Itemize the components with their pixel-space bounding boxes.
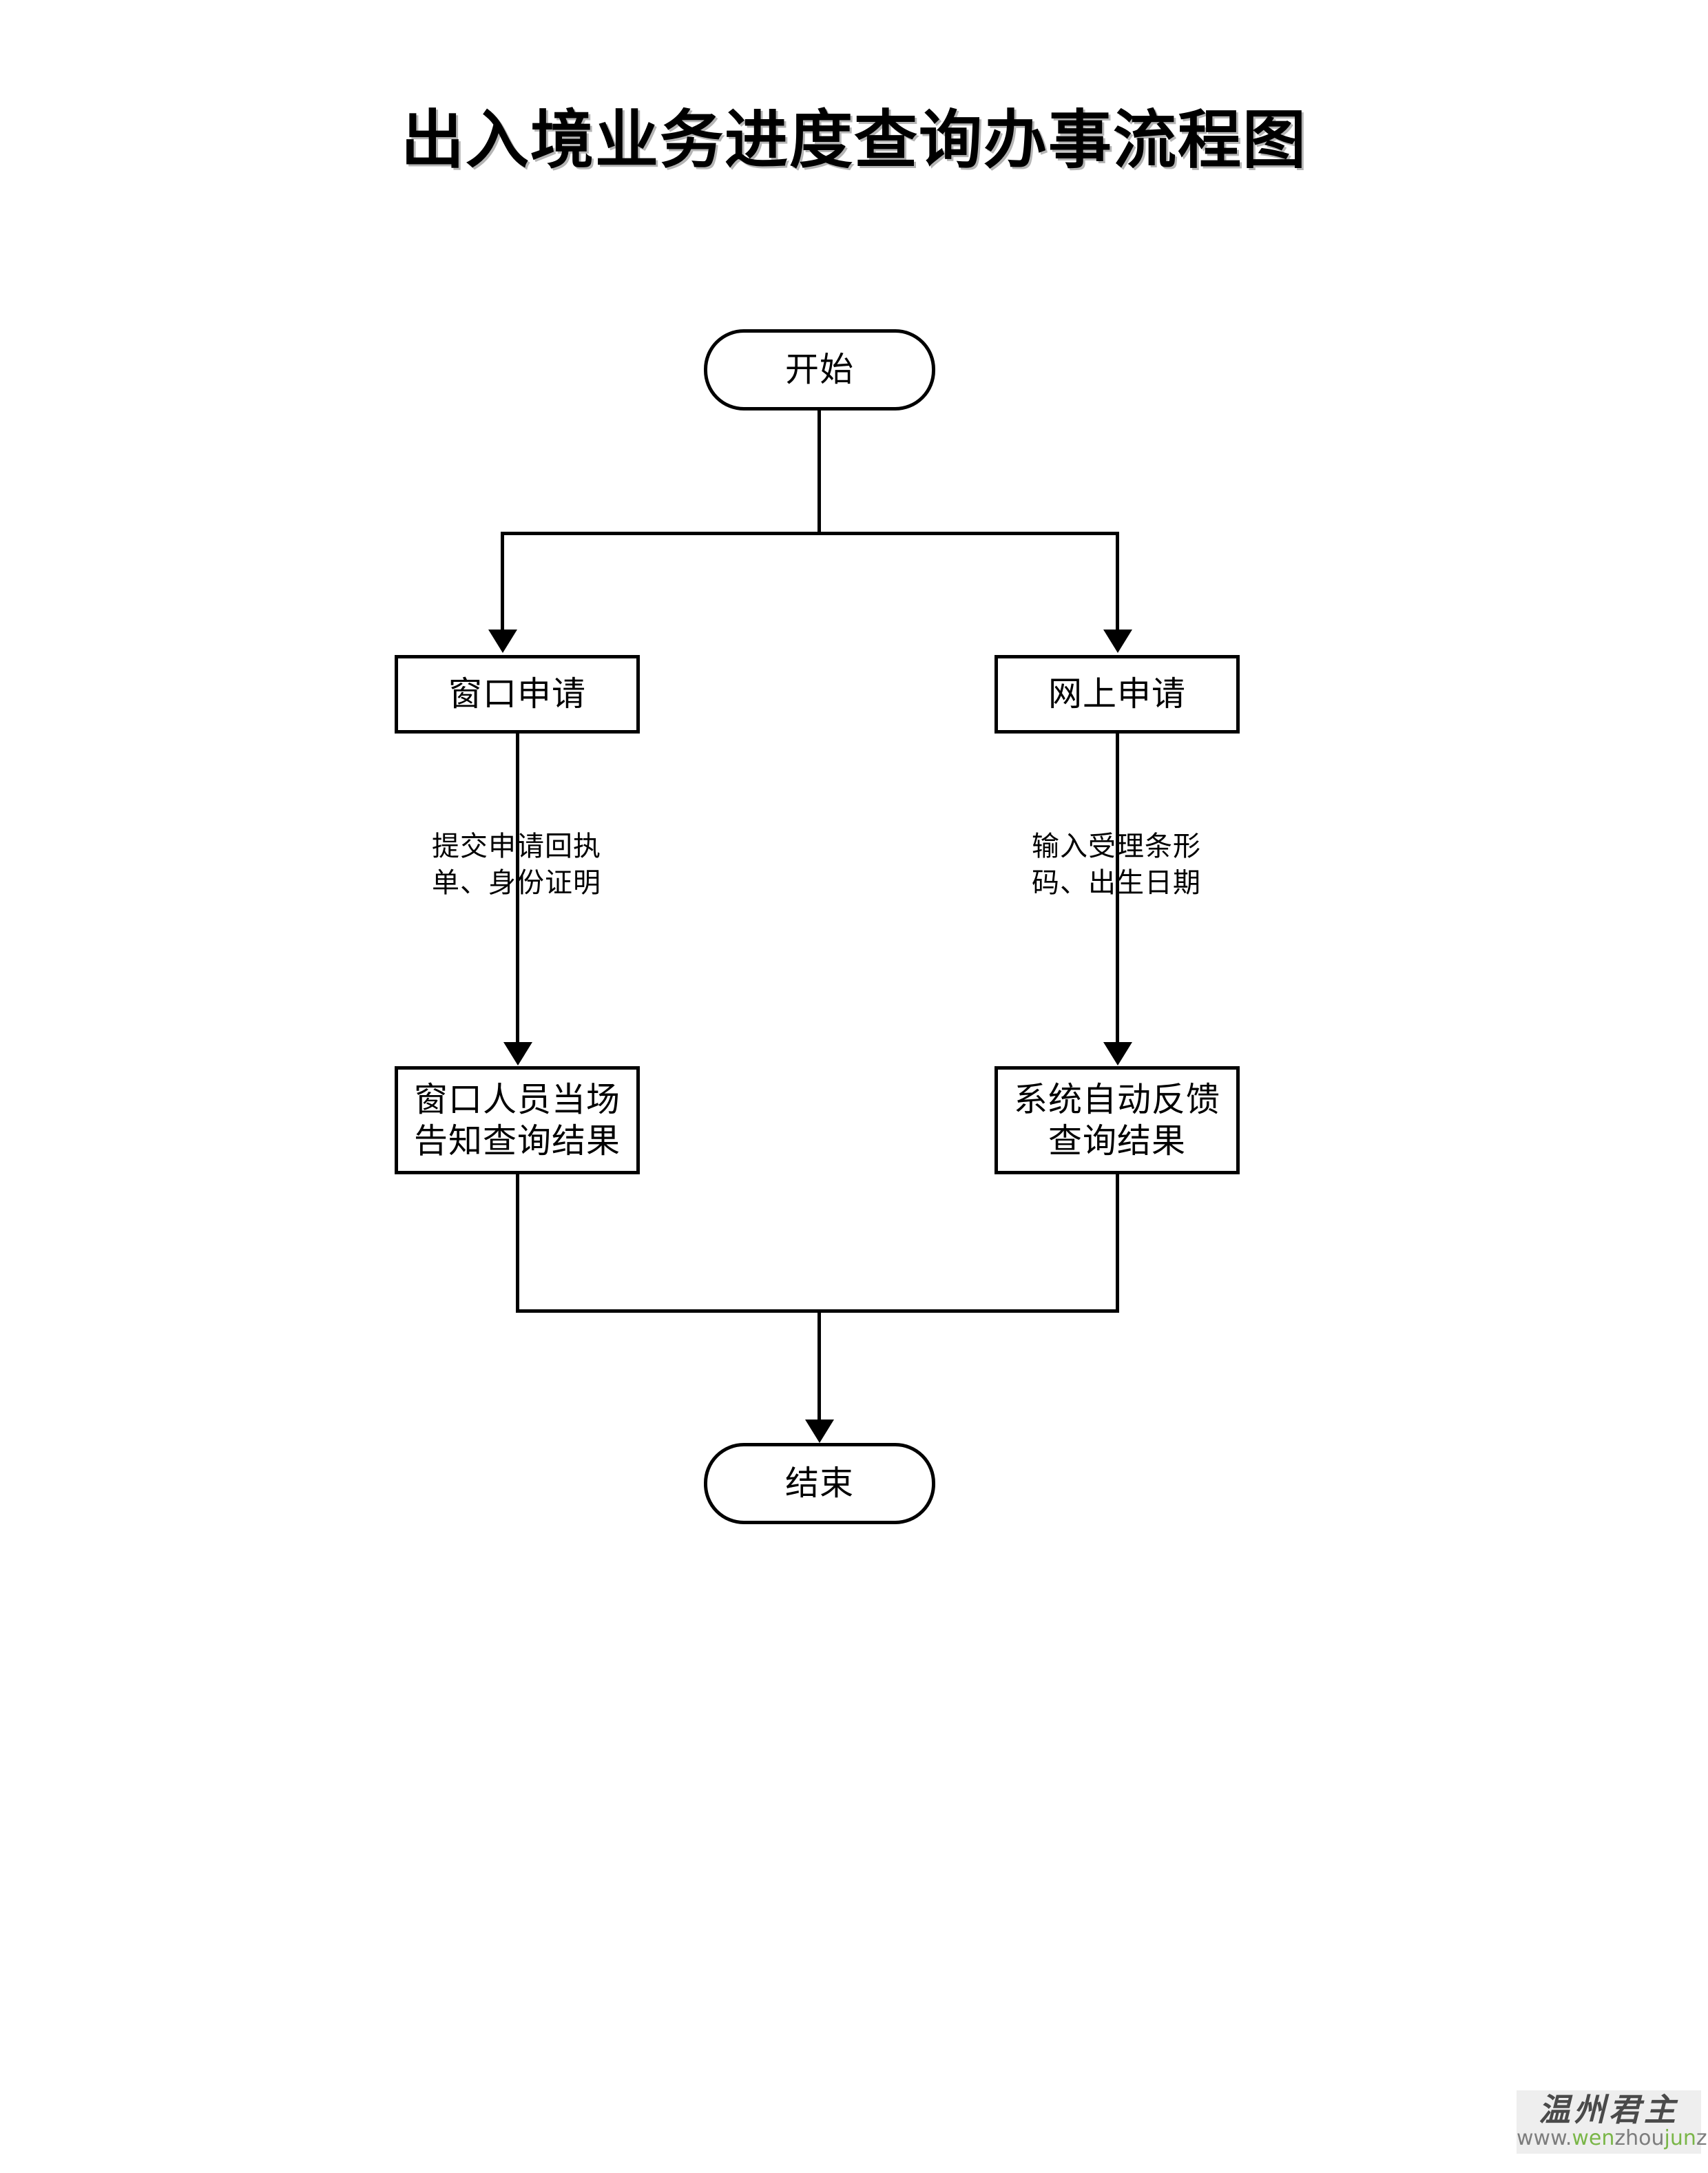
connector-start-down <box>817 410 821 534</box>
flow-node-start-label: 开始 <box>784 351 854 389</box>
watermark-url-prefix: www. <box>1517 2126 1572 2151</box>
watermark: 温州君主 www.wenzhoujunzhu.com <box>1517 2090 1708 2154</box>
watermark-url-part-2: zhou <box>1614 2126 1665 2151</box>
watermark-url-part-1: wen <box>1572 2126 1615 2151</box>
flow-node-window-result: 窗口人员当场 告知查询结果 <box>395 1066 640 1174</box>
edge-label-left: 提交申请回执 单、身份证明 <box>432 831 601 898</box>
flow-node-end-label: 结束 <box>784 1464 854 1503</box>
edge-label-right: 输入受理条形 码、出生日期 <box>1032 831 1201 898</box>
arrowhead-into-window-apply <box>488 630 517 653</box>
watermark-url: www.wenzhoujunzhu.com <box>1517 2126 1708 2151</box>
flow-node-start: 开始 <box>704 329 935 410</box>
arrowhead-into-system-result <box>1103 1042 1132 1065</box>
watermark-url-part-4: zhu <box>1696 2126 1708 2151</box>
flow-node-system-result: 系统自动反馈 查询结果 <box>994 1066 1240 1174</box>
page-title: 出入境业务进度查询办事流程图 <box>400 103 1307 177</box>
connector-split-horizontal <box>501 532 1119 535</box>
arrowhead-into-online-apply <box>1103 630 1132 653</box>
connector-system-result-down <box>1116 1174 1119 1313</box>
flow-node-window-apply: 窗口申请 <box>395 655 640 734</box>
arrowhead-into-end <box>805 1420 834 1443</box>
flow-node-window-apply-label: 窗口申请 <box>448 675 586 714</box>
connector-split-right-down <box>1116 532 1119 630</box>
connector-window-apply-down <box>516 734 519 1042</box>
flow-node-online-apply: 网上申请 <box>994 655 1240 734</box>
connector-window-result-down <box>516 1174 519 1313</box>
watermark-url-part-3: jun <box>1664 2126 1696 2151</box>
connector-online-apply-down <box>1116 734 1119 1042</box>
arrowhead-into-window-result <box>503 1042 532 1065</box>
connector-split-left-down <box>501 532 504 630</box>
flow-node-system-result-label: 系统自动反馈 查询结果 <box>1013 1080 1220 1160</box>
flow-node-end: 结束 <box>704 1443 935 1524</box>
flow-node-online-apply-label: 网上申请 <box>1048 675 1186 714</box>
connector-merge-down <box>817 1309 821 1420</box>
flow-node-window-result-label: 窗口人员当场 告知查询结果 <box>413 1080 621 1160</box>
watermark-brand: 温州君主 <box>1539 2091 1679 2128</box>
